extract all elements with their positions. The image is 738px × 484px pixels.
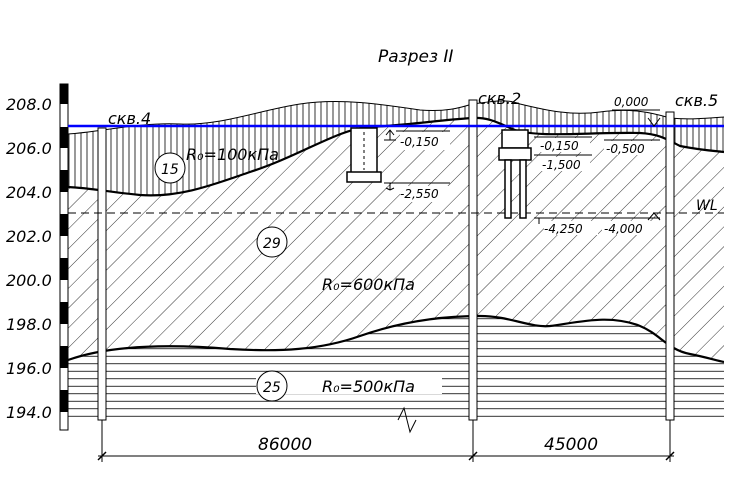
dimension-label: 45000 xyxy=(544,435,598,455)
level-mark-right-side: 0,000 -0,500 -4,000 xyxy=(600,94,661,236)
water-level-label: WL xyxy=(696,198,718,214)
elevation-labels: 208.0 206.0 204.0 202.0 200.0 198.0 196.… xyxy=(6,95,52,422)
level-mark-text: -0,500 xyxy=(606,142,645,156)
layer-resistance: R₀=600кПа xyxy=(322,275,415,294)
break-line xyxy=(397,406,417,434)
layer-25-marker: 25 R₀=500кПа xyxy=(256,370,442,402)
right-pile-foundation xyxy=(498,129,532,219)
elevation-label: 202.0 xyxy=(6,227,52,246)
level-mark-text: -1,500 xyxy=(542,158,581,172)
borehole-label: скв.2 xyxy=(478,89,521,108)
layer-boundary-15-29 xyxy=(68,116,724,197)
drawing-title: Разрез II xyxy=(378,47,453,67)
layer-15-fill xyxy=(68,100,724,196)
borehole-label: скв.4 xyxy=(108,109,151,128)
left-foundation xyxy=(346,127,382,183)
level-mark-text: 0,000 xyxy=(614,95,649,109)
layer-number: 15 xyxy=(161,162,179,178)
ground-surface-line xyxy=(68,100,724,135)
level-mark-text: -0,150 xyxy=(400,135,439,149)
elevation-label: 198.0 xyxy=(6,315,52,334)
elevation-label: 206.0 xyxy=(6,139,52,158)
dimension-label: 86000 xyxy=(258,435,312,455)
level-mark-right-top: -0,150 -1,500 xyxy=(534,136,592,172)
level-mark-right-pile: -4,250 xyxy=(534,217,600,236)
level-mark-text: -0,150 xyxy=(540,139,579,153)
elevation-label: 208.0 xyxy=(6,95,52,114)
elevation-scale-bar xyxy=(59,83,69,431)
layer-number: 25 xyxy=(263,380,281,396)
layer-29-marker: 29 R₀=600кПа xyxy=(256,226,415,294)
level-mark-text: -2,550 xyxy=(400,187,439,201)
elevation-label: 194.0 xyxy=(6,403,52,422)
dimension-line xyxy=(97,420,675,462)
layer-15-marker: 15 R₀=100кПа xyxy=(154,145,279,184)
layer-resistance: R₀=500кПа xyxy=(322,377,415,396)
elevation-label: 204.0 xyxy=(6,183,52,202)
elevation-label: 196.0 xyxy=(6,359,52,378)
layer-resistance: R₀=100кПа xyxy=(186,145,279,164)
layer-number: 29 xyxy=(263,236,281,252)
elevation-label: 200.0 xyxy=(6,271,52,290)
borehole-label: скв.5 xyxy=(675,91,718,110)
layer-25-fill xyxy=(68,316,724,420)
level-mark-text: -4,000 xyxy=(604,222,643,236)
level-mark-left-top: -0,150 xyxy=(384,129,450,150)
level-mark-text: -4,250 xyxy=(544,222,583,236)
level-mark-left-bottom: -2,550 xyxy=(384,182,450,202)
